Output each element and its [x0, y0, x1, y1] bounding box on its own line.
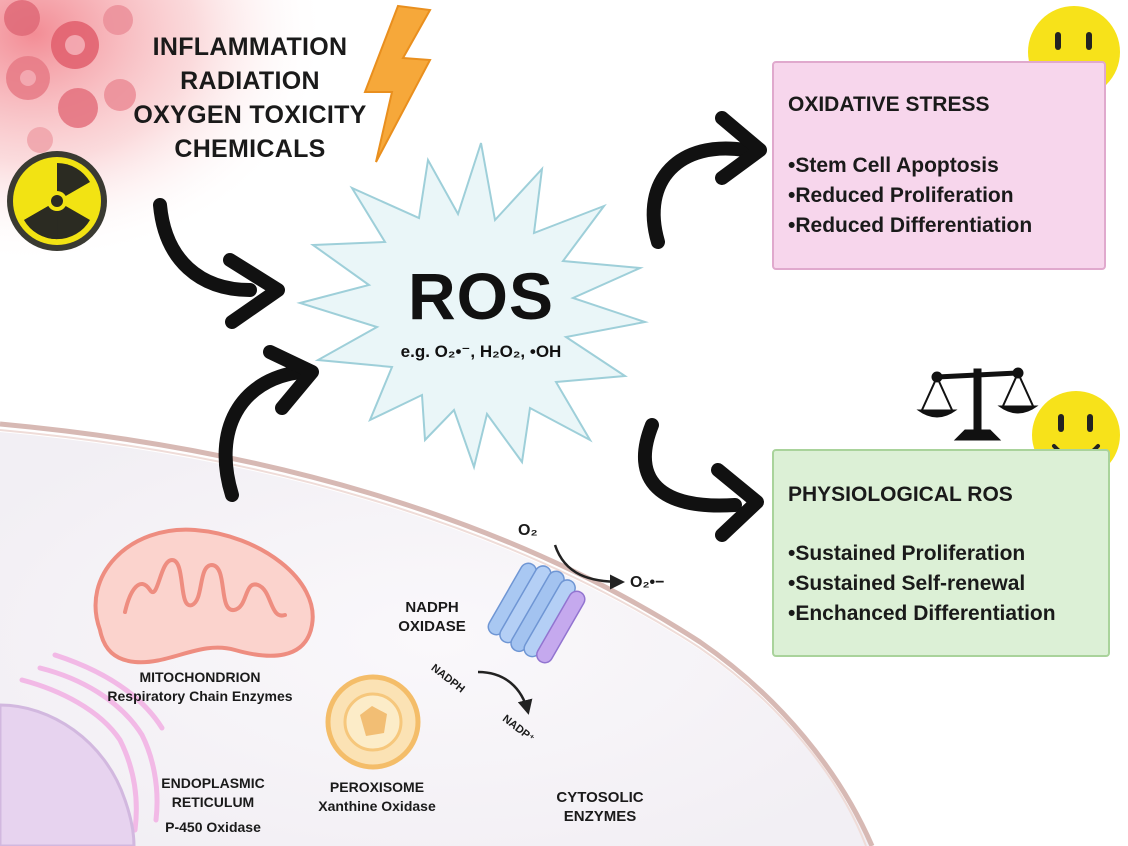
nadph-oxidase-line2: OXIDASE	[398, 618, 466, 635]
ros-causes-list: INFLAMMATION RADIATION OXYGEN TOXICITY C…	[100, 30, 400, 166]
o2-label: O₂	[518, 522, 538, 539]
lightning-icon	[363, 4, 432, 163]
ros-starburst	[296, 142, 649, 471]
peroxisome-name: PEROXISOME	[329, 779, 425, 795]
ros-to-stress-arrow	[646, 111, 767, 249]
ros-title: ROS	[407, 259, 555, 333]
nadph-oxidase-label: NADPH OXIDASE	[382, 598, 482, 636]
balance-scale-icon	[916, 367, 1039, 441]
cell-to-ros-arrow	[218, 345, 319, 502]
oxidative-stress-box: OXIDATIVE STRESS •Stem Cell Apoptosis •R…	[772, 61, 1106, 270]
cytosolic-line2: ENZYMES	[563, 808, 637, 825]
phys-item-differentiation: •Enchanced Differentiation	[788, 602, 1056, 625]
mitochondrion-icon	[93, 527, 315, 665]
er-name-line1: ENDOPLASMIC	[161, 775, 265, 791]
ros-to-physiological-arrow	[637, 418, 764, 542]
stress-item-apoptosis: •Stem Cell Apoptosis	[788, 154, 999, 177]
endoplasmic-reticulum-icon	[19, 652, 165, 833]
cell-membrane	[0, 421, 875, 846]
er-enzyme: P-450 Oxidase	[165, 819, 261, 835]
superoxide-label: O₂•−	[630, 574, 665, 591]
er-name-line2: RETICULUM	[171, 794, 255, 810]
o2-reaction-arrow	[553, 544, 625, 590]
cause-radiation: RADIATION	[180, 67, 320, 95]
nadph-reaction-arrow	[477, 670, 533, 715]
er-label: ENDOPLASMIC RETICULUM P-450 Oxidase	[128, 774, 298, 837]
phys-item-self-renewal: •Sustained Self-renewal	[788, 572, 1026, 595]
nadph-oxidase-icon	[487, 562, 586, 664]
mitochondrion-enzyme: Respiratory Chain Enzymes	[107, 688, 293, 704]
physiological-ros-list: •Sustained Proliferation •Sustained Self…	[788, 539, 1056, 629]
mitochondrion-label: MITOCHONDRION Respiratory Chain Enzymes	[90, 668, 310, 706]
radiation-icon	[7, 151, 107, 251]
ros-examples: e.g. O₂•⁻, H₂O₂, •OH	[400, 342, 562, 361]
cytosolic-enzymes-label: CYTOSOLIC ENZYMES	[525, 788, 675, 826]
physiological-ros-title: PHYSIOLOGICAL ROS	[788, 483, 1013, 506]
stress-item-differentiation: •Reduced Differentiation	[788, 214, 1033, 237]
physiological-ros-box: PHYSIOLOGICAL ROS •Sustained Proliferati…	[772, 449, 1110, 657]
peroxisome-icon	[325, 674, 421, 770]
oxidative-stress-list: •Stem Cell Apoptosis •Reduced Proliferat…	[788, 151, 1032, 241]
phys-item-proliferation: •Sustained Proliferation	[788, 542, 1026, 565]
mitochondrion-name: MITOCHONDRION	[139, 669, 261, 685]
peroxisome-label: PEROXISOME Xanthine Oxidase	[302, 778, 452, 816]
cause-to-ros-arrow	[153, 198, 285, 329]
nucleus-icon	[0, 703, 136, 846]
cause-inflammation: INFLAMMATION	[152, 33, 348, 61]
oxidative-stress-title: OXIDATIVE STRESS	[788, 93, 990, 116]
nadph-oxidase-line1: NADPH	[405, 599, 459, 616]
cause-oxygen-toxicity: OXYGEN TOXICITY	[133, 101, 367, 129]
cytosolic-line1: CYTOSOLIC	[556, 789, 644, 806]
blood-cells	[4, 0, 136, 153]
stress-item-proliferation: •Reduced Proliferation	[788, 184, 1014, 207]
cause-chemicals: CHEMICALS	[174, 135, 326, 163]
peroxisome-enzyme: Xanthine Oxidase	[318, 798, 436, 814]
